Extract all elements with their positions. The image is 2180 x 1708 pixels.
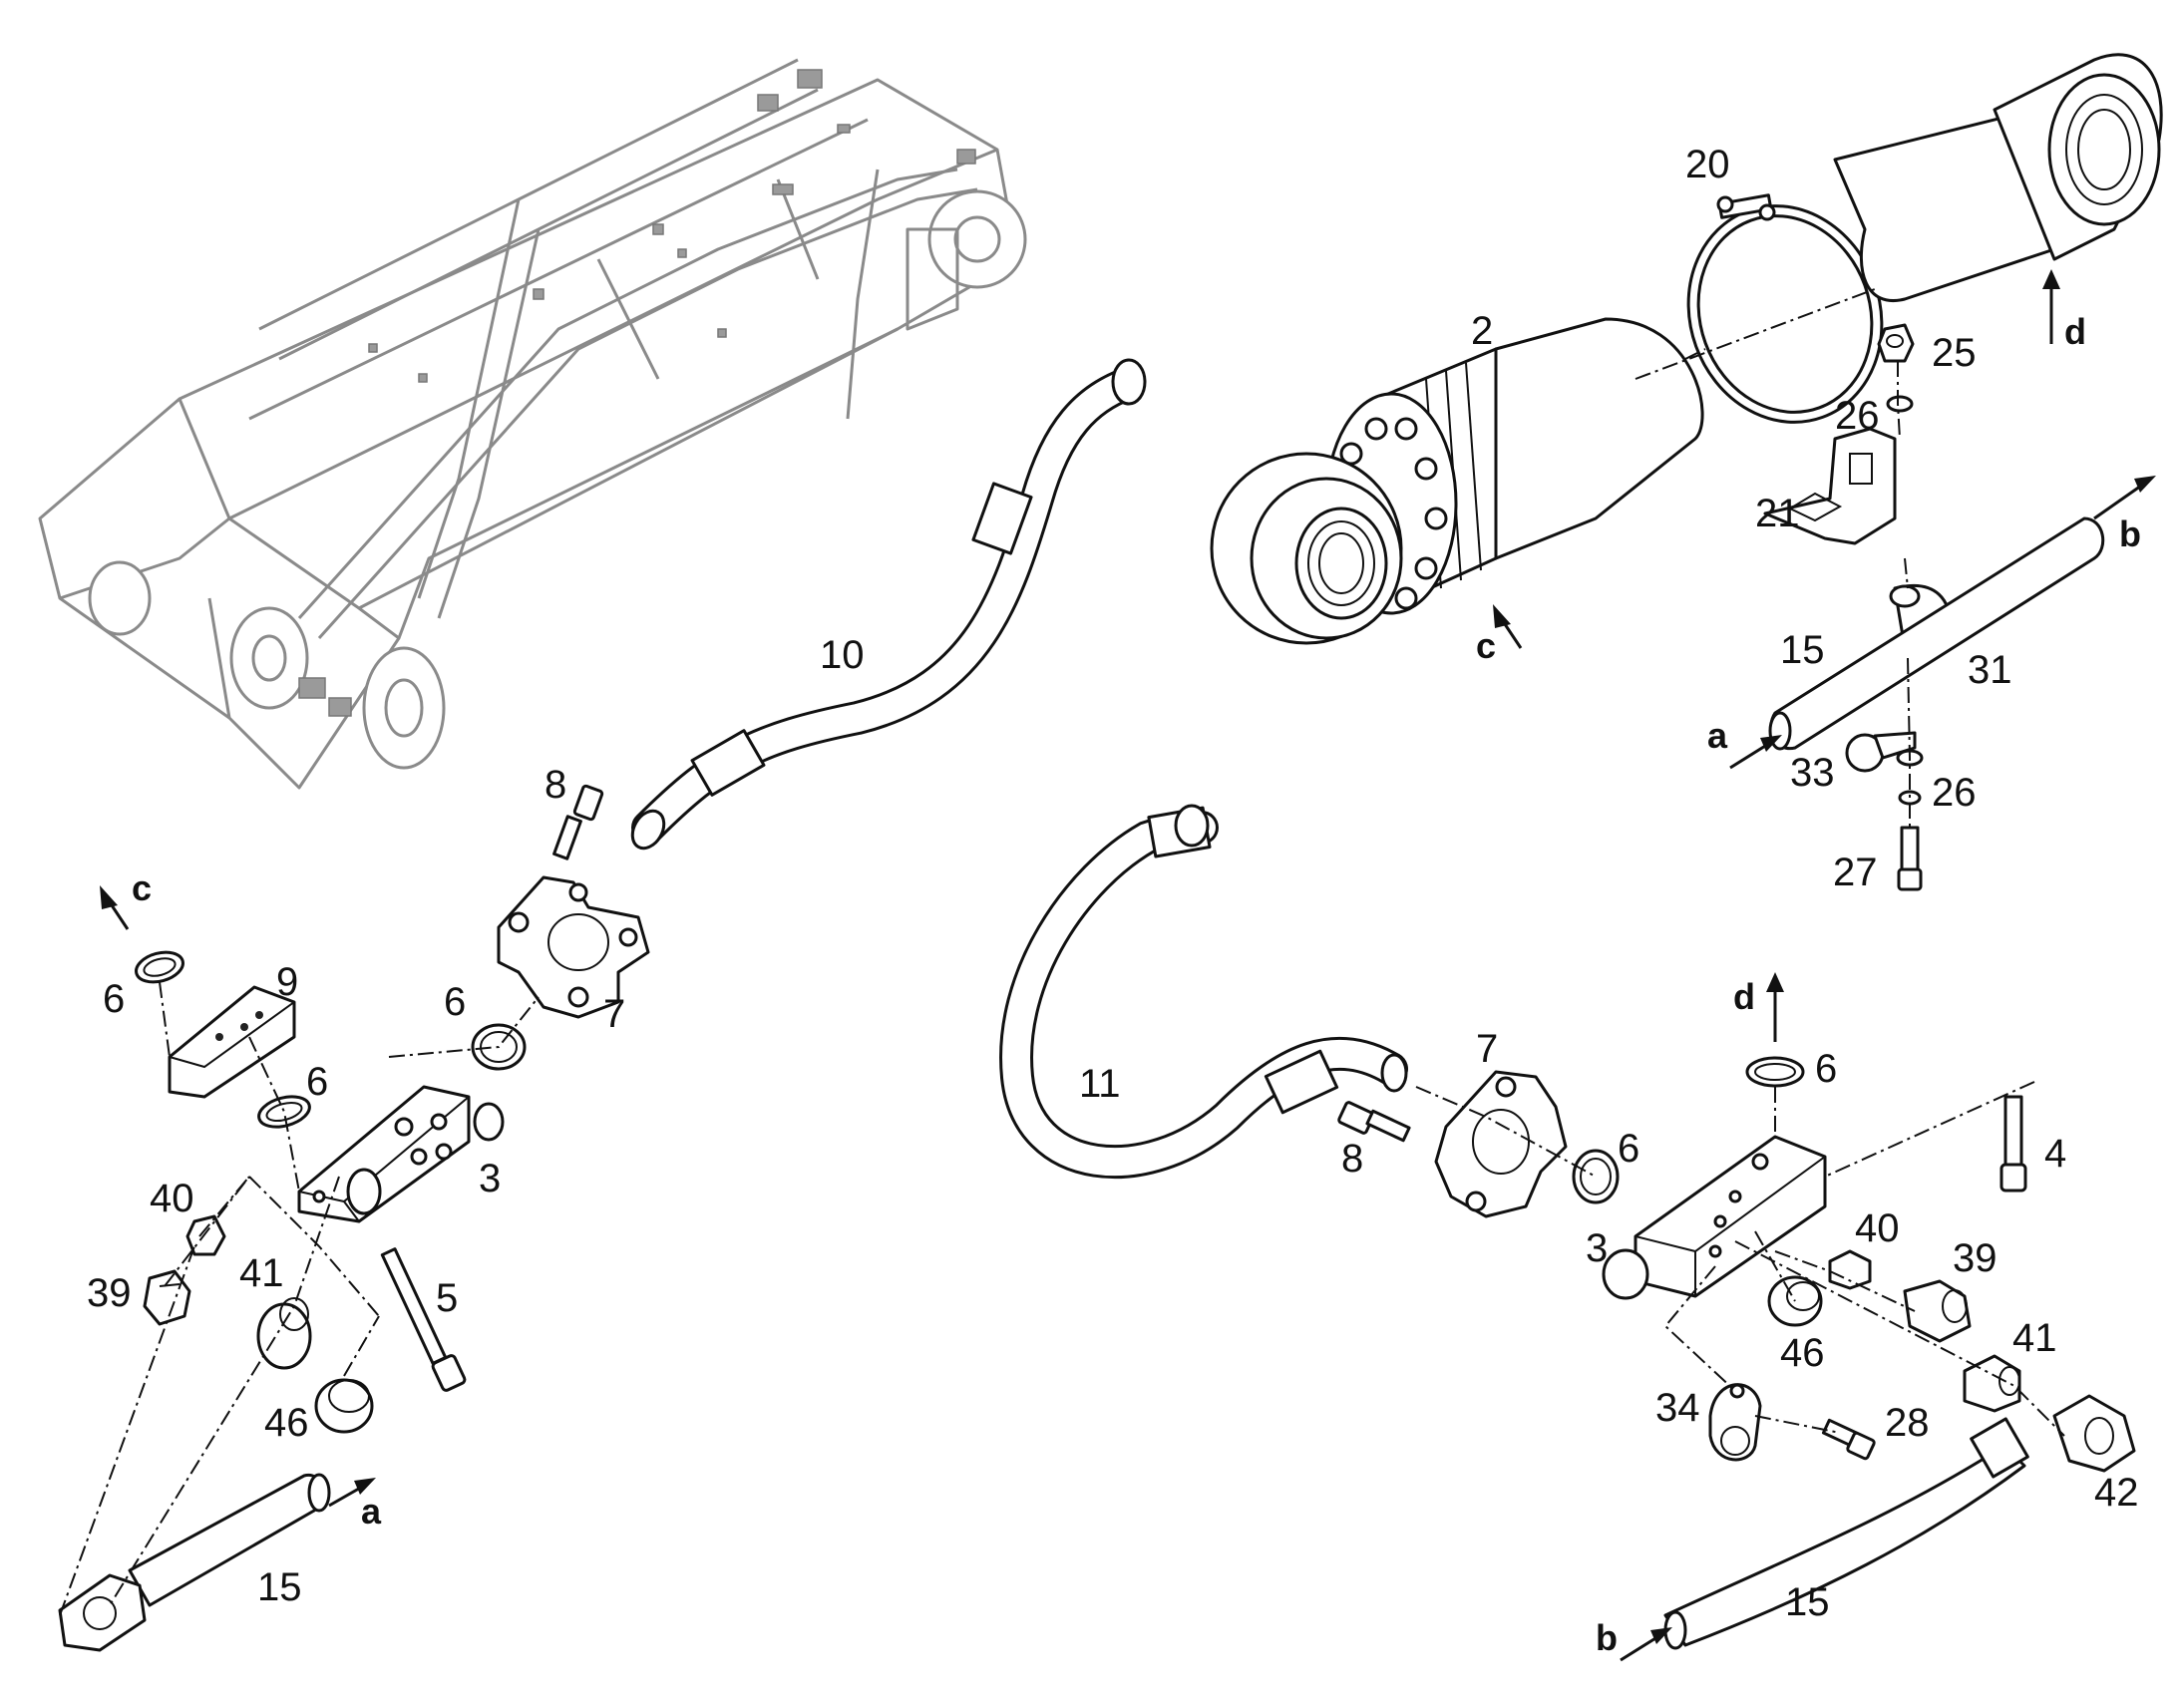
bolt-27 [1897,826,1923,891]
bolt-8-left [552,784,604,860]
arrow-c-left [100,885,130,930]
label-part-6-top-left: 6 [103,977,125,1021]
leader-line-fasteners [1897,361,1911,828]
label-part-25: 25 [1932,331,1977,375]
fitting-40-right [1828,1249,1872,1290]
label-part-4: 4 [2044,1132,2066,1176]
valve-block-3-left [297,1085,505,1223]
label-part-6-o-ring-left: 6 [444,980,466,1024]
o-ring-6-right [1572,1149,1620,1204]
arrow-d-top [2042,269,2060,344]
arrow-d-right [1766,972,1784,1042]
label-part-40-left: 40 [150,1177,194,1220]
bolt-5 [380,1247,467,1392]
label-part-21: 21 [1755,492,1800,535]
washer-26-lower [1898,790,1922,806]
marker-b-top: b [2119,513,2141,554]
pipe-15-left [58,1473,331,1652]
label-part-15-right: 15 [1785,1580,1830,1624]
label-part-31: 31 [1968,648,2012,692]
split-flange-clamp-7-left [497,875,650,1019]
label-part-42: 42 [2094,1471,2139,1515]
bracket-34 [1708,1383,1762,1462]
arrow-a-top [1729,735,1782,770]
label-part-8-left: 8 [545,763,566,807]
bolt-8-right [1337,1101,1411,1143]
nut-25 [1877,323,1915,363]
label-part-26-top: 26 [1835,394,1880,438]
plug-46-left [314,1378,374,1434]
label-part-40-right: 40 [1855,1206,1900,1250]
label-part-41-right: 41 [2012,1316,2057,1360]
marker-b-bottom: b [1596,1617,1618,1658]
elbow-42 [2052,1394,2136,1473]
marker-d-right: d [1733,976,1755,1017]
label-part-15-top: 15 [1780,628,1825,672]
boom-overview-illustration [38,58,1027,790]
plug-39-left [143,1269,191,1326]
bracket-21 [1763,427,1897,545]
label-part-6-top-right: 6 [1815,1047,1837,1091]
label-part-5: 5 [436,1276,458,1320]
arrow-c-top [1493,604,1523,649]
hose-11 [999,804,1408,1180]
flange-plate-9 [168,985,296,1099]
hose-10 [630,358,1147,851]
sensor-41-left [256,1297,312,1370]
bolt-4 [1999,1095,2027,1193]
label-part-7-right: 7 [1476,1027,1498,1071]
label-part-6-o-ring-right: 6 [1618,1127,1639,1171]
label-part-2: 2 [1471,309,1493,353]
elbow-39-right [1903,1279,1972,1343]
label-part-3-left: 3 [479,1157,501,1200]
marker-c-left: c [132,867,152,908]
leader-lines-right [1415,1081,2065,1437]
label-part-7-left: 7 [603,992,625,1036]
label-part-46-right: 46 [1780,1331,1825,1375]
valve-block-3-right [1602,1135,1827,1300]
label-part-9: 9 [276,960,298,1004]
label-part-26-bottom: 26 [1932,771,1977,815]
leader-lines-left [59,981,540,1616]
label-part-27: 27 [1833,851,1878,894]
seal-ring-6-top-left [135,950,184,984]
arrow-a-left [328,1478,376,1508]
marker-a-left: a [361,1491,382,1532]
cylinder-rod-end [1833,53,2163,302]
sensor-41-right [1963,1354,2021,1413]
o-ring-6-top-right [1745,1056,1805,1088]
hydraulic-cylinder-2 [1210,317,1704,645]
p-clip-33 [1845,731,1917,773]
label-part-39-left: 39 [87,1271,132,1315]
label-part-20: 20 [1685,143,1730,186]
label-part-10: 10 [820,633,865,677]
marker-d-top: d [2064,311,2086,352]
label-part-8-right: 8 [1341,1137,1363,1181]
washer-26-top [1886,395,1914,413]
label-part-46-left: 46 [264,1401,309,1445]
pipe-15-right [1663,1417,2029,1650]
seal-ring-6-mid-left [257,1095,311,1129]
split-flange-clamp-7-right [1434,1070,1568,1218]
arrow-b-bottom [1620,1627,1672,1662]
marker-c-top: c [1476,625,1496,666]
label-part-41-left: 41 [239,1251,284,1295]
marker-a-top: a [1707,715,1728,756]
arrow-b-top [2093,476,2156,520]
label-part-34: 34 [1655,1386,1700,1430]
hose-clamp-20 [1686,193,1884,424]
label-part-39-right: 39 [1953,1236,1998,1280]
label-part-15-left: 15 [257,1565,302,1609]
label-part-33: 33 [1790,751,1835,795]
leader-line-cylinder-axis [1635,288,1876,380]
label-part-28: 28 [1885,1401,1930,1445]
label-part-6-mid-left: 6 [306,1060,328,1104]
bolt-28 [1821,1418,1876,1461]
label-part-11: 11 [1079,1062,1121,1106]
label-part-3-right: 3 [1586,1226,1608,1270]
